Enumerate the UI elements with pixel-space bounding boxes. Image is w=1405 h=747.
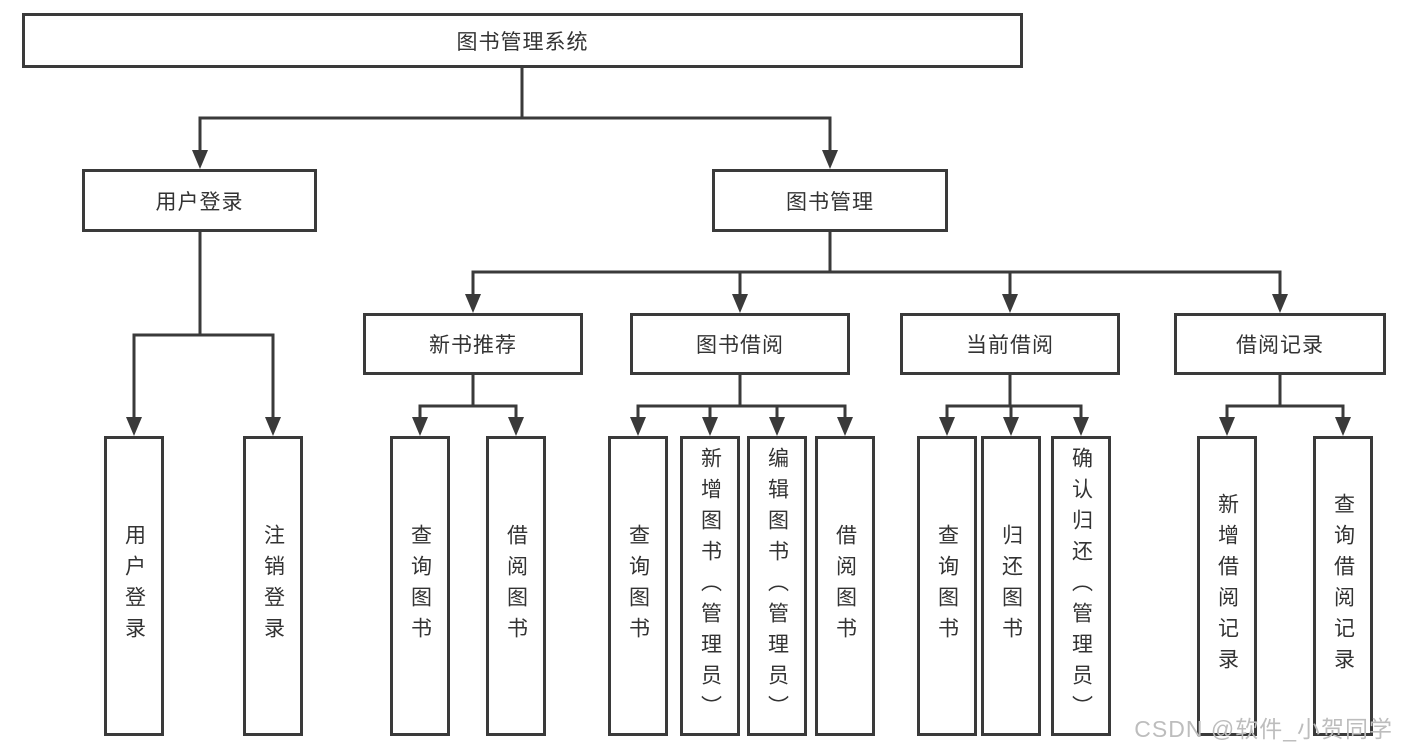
node-current-borrowing: 当前借阅	[900, 313, 1120, 375]
node-label: 新增借阅记录	[1215, 493, 1239, 679]
leaf-confirm-return-admin: 确认归还（管理员）	[1051, 436, 1111, 736]
node-label: 查询图书	[935, 524, 959, 648]
node-label: 当前借阅	[966, 334, 1054, 357]
node-label: 查询图书	[626, 524, 650, 648]
node-label: 用户登录	[122, 524, 146, 648]
node-label: 图书管理	[786, 190, 874, 214]
node-label: 图书借阅	[696, 334, 784, 357]
leaf-add-borrow-record: 新增借阅记录	[1197, 436, 1257, 736]
leaf-query-borrow-record: 查询借阅记录	[1313, 436, 1373, 736]
node-label: 查询借阅记录	[1331, 493, 1355, 679]
node-label: 用户登录	[155, 190, 244, 214]
leaf-edit-book-admin: 编辑图书（管理员）	[747, 436, 807, 736]
leaf-add-book-admin: 新增图书（管理员）	[680, 436, 740, 736]
leaf-query-books-borrow: 查询图书	[608, 436, 668, 736]
node-label: 新增图书（管理员）	[698, 446, 722, 726]
node-label: 注销登录	[261, 524, 285, 648]
node-label: 查询图书	[408, 524, 432, 648]
node-book-borrowing: 图书借阅	[630, 313, 850, 375]
leaf-borrow-books: 借阅图书	[815, 436, 875, 736]
node-label: 归还图书	[999, 524, 1023, 648]
node-new-book-recommend: 新书推荐	[363, 313, 583, 375]
node-label: 借阅记录	[1236, 334, 1324, 357]
node-label: 借阅图书	[504, 524, 528, 648]
node-label: 借阅图书	[833, 524, 857, 648]
node-label: 编辑图书（管理员）	[765, 446, 789, 726]
node-borrowing-records: 借阅记录	[1174, 313, 1386, 375]
leaf-query-books-recommend: 查询图书	[390, 436, 450, 736]
csdn-watermark: CSDN @软件_小贺同学	[1134, 716, 1393, 742]
node-user-login: 用户登录	[82, 169, 317, 232]
leaf-logout: 注销登录	[243, 436, 303, 736]
leaf-borrow-books-recommend: 借阅图书	[486, 436, 546, 736]
leaf-query-books-current: 查询图书	[917, 436, 977, 736]
node-book-management: 图书管理	[712, 169, 948, 232]
node-label: 新书推荐	[429, 334, 517, 357]
leaf-return-books: 归还图书	[981, 436, 1041, 736]
node-root-system: 图书管理系统	[22, 13, 1023, 68]
node-label: 确认归还（管理员）	[1069, 446, 1093, 726]
leaf-user-login: 用户登录	[104, 436, 164, 736]
node-label: 图书管理系统	[456, 30, 589, 54]
